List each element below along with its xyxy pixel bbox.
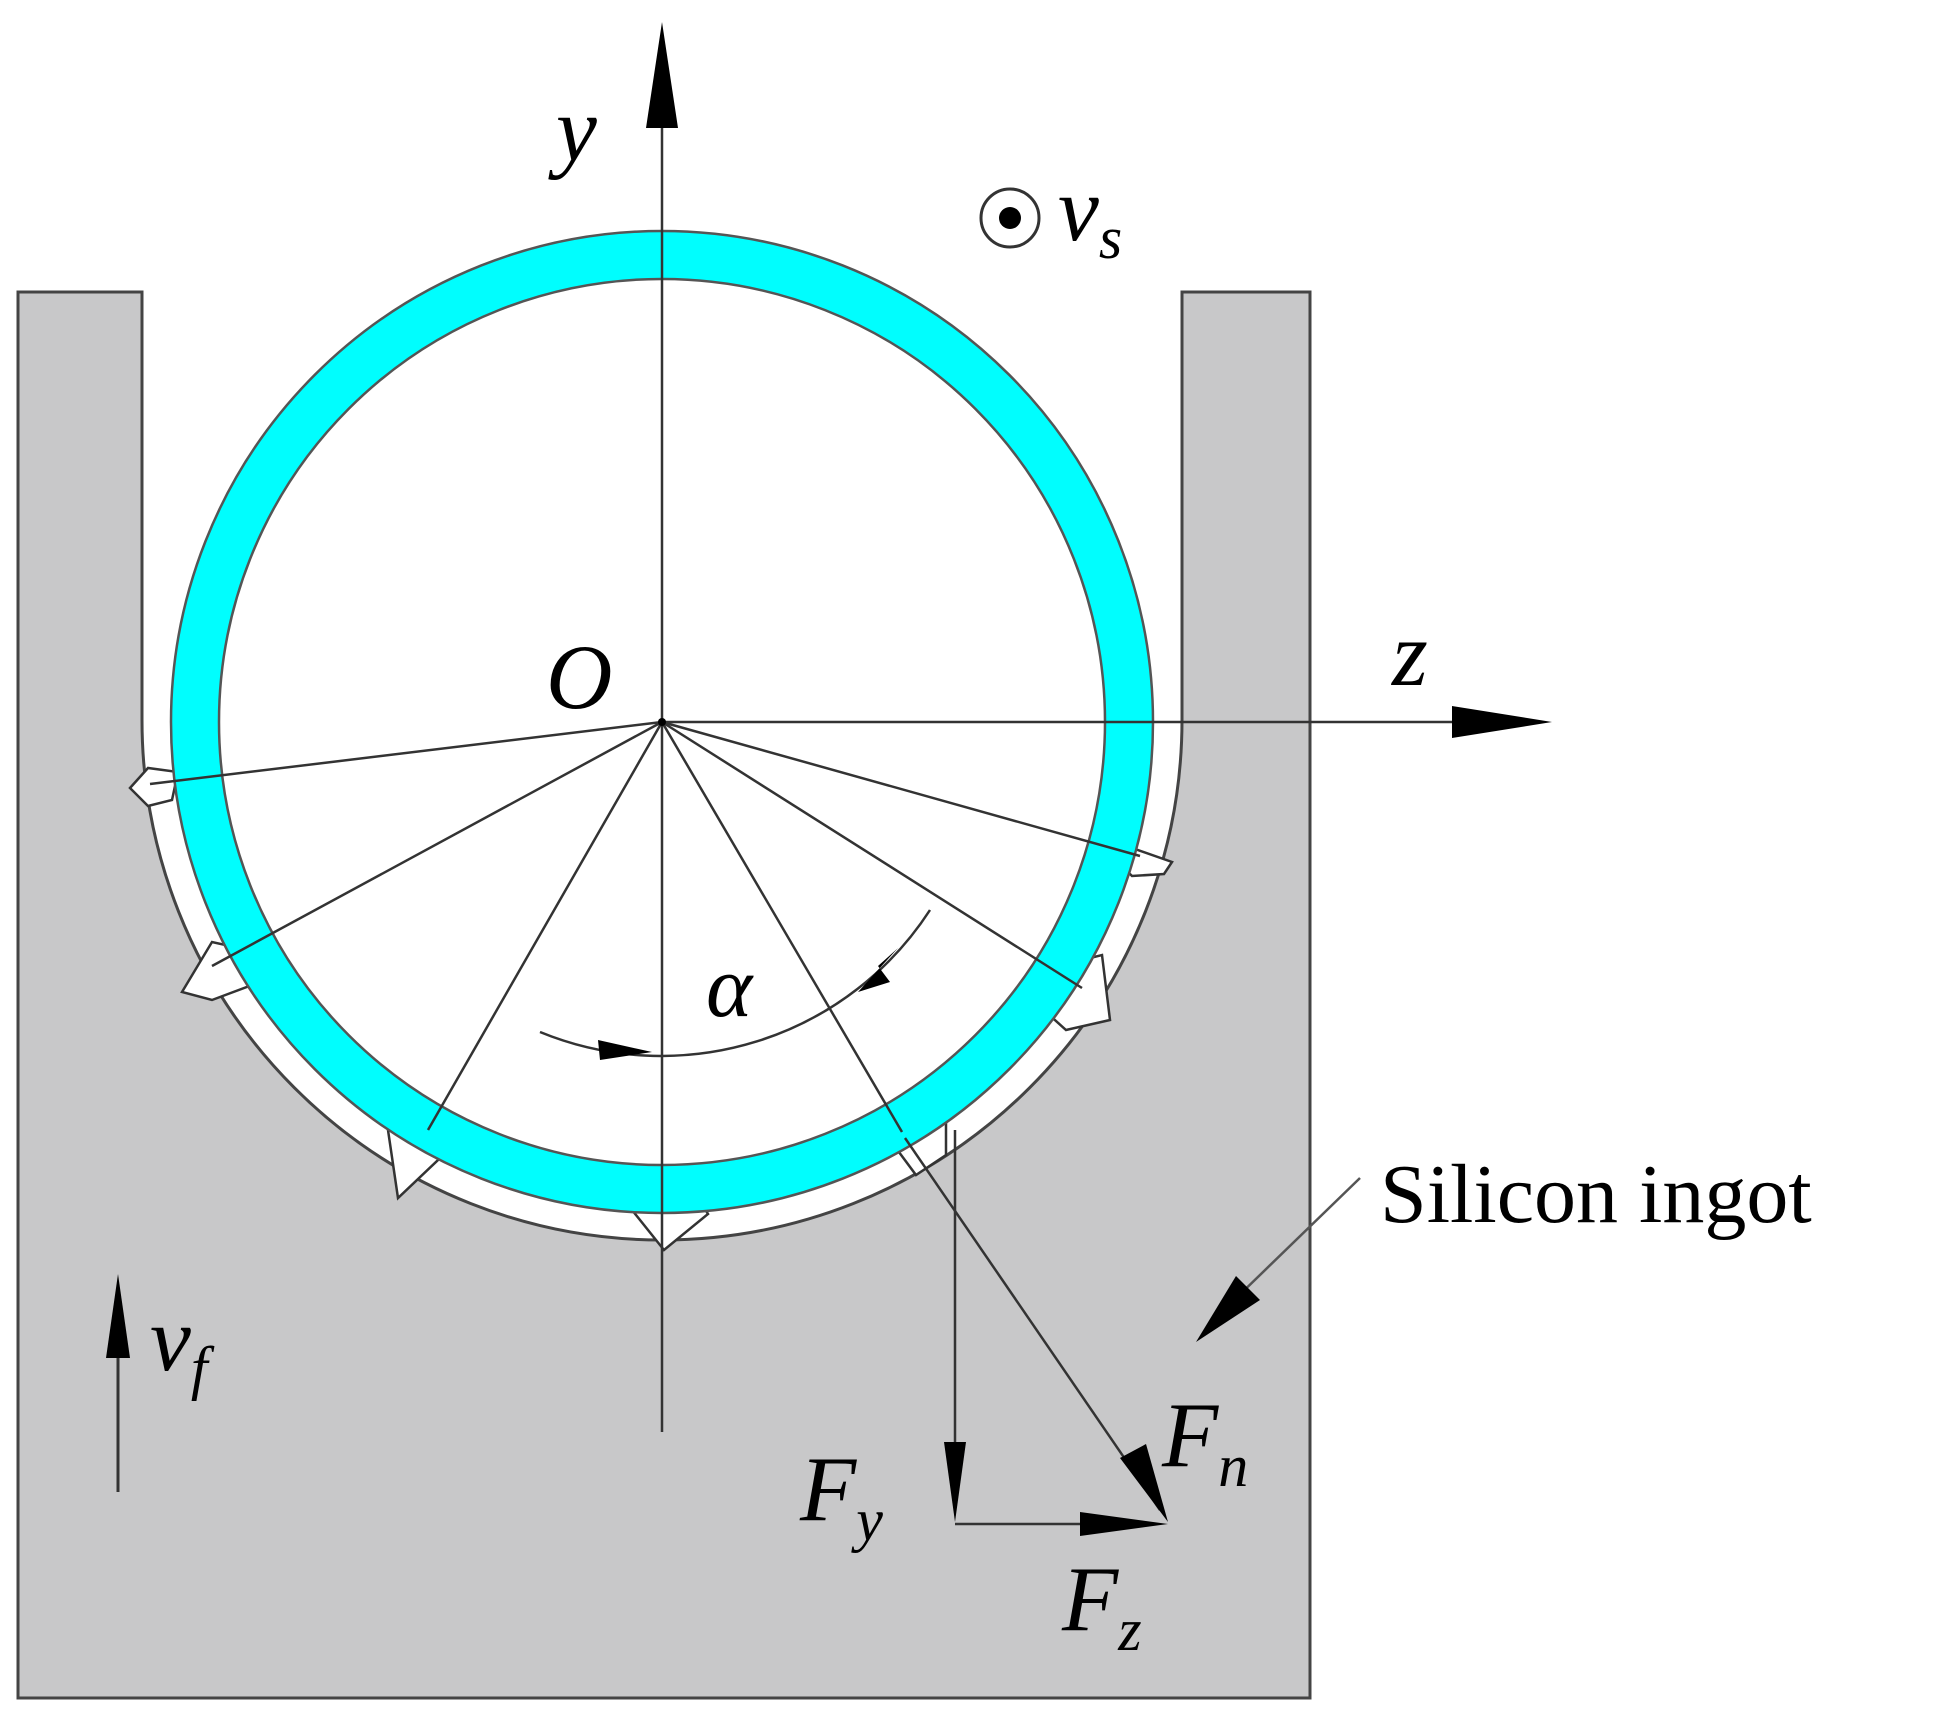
alpha-label: α — [706, 939, 754, 1036]
vf-label: vf — [150, 1288, 215, 1401]
silicon-ingot — [16, 290, 1312, 1700]
origin-label: O — [546, 626, 612, 728]
radial-line-1 — [149, 720, 663, 786]
radial-line-4 — [660, 721, 904, 1133]
radial-line-3 — [426, 721, 664, 1131]
radial-line-5 — [661, 720, 1083, 990]
y-axis-arrowhead — [646, 22, 678, 128]
fn-force-arrowhead — [1120, 1444, 1168, 1522]
alpha-arc-arrowhead-left — [598, 1040, 652, 1060]
fz-label: Fz — [1061, 1548, 1142, 1663]
vf-velocity-arrowhead — [106, 1274, 130, 1358]
z-axis-label: z — [1390, 603, 1428, 705]
radial-line-2 — [211, 720, 663, 968]
vs-out-of-plane-icon — [979, 187, 1041, 249]
radial-line-6 — [661, 720, 1141, 858]
fn-force-line — [903, 1137, 1162, 1511]
fy-label: Fy — [799, 1438, 883, 1553]
alpha-arc-arrowhead-right — [858, 948, 898, 992]
ingot-leader-arrowhead — [1196, 1276, 1260, 1342]
silicon-ingot-label: Silicon ingot — [1380, 1148, 1812, 1241]
fn-label: Fn — [1161, 1384, 1248, 1499]
radial-lines — [149, 720, 1141, 1133]
y-axis-label: y — [548, 78, 597, 180]
vs-out-of-plane-dot — [999, 207, 1021, 229]
fy-force-arrowhead — [944, 1442, 966, 1522]
fz-force-arrowhead — [1080, 1512, 1168, 1536]
vs-label: vs — [1058, 158, 1122, 271]
origin-point — [658, 718, 666, 726]
ingot-leader-line — [1227, 1177, 1361, 1307]
z-axis-arrowhead — [1452, 706, 1552, 738]
